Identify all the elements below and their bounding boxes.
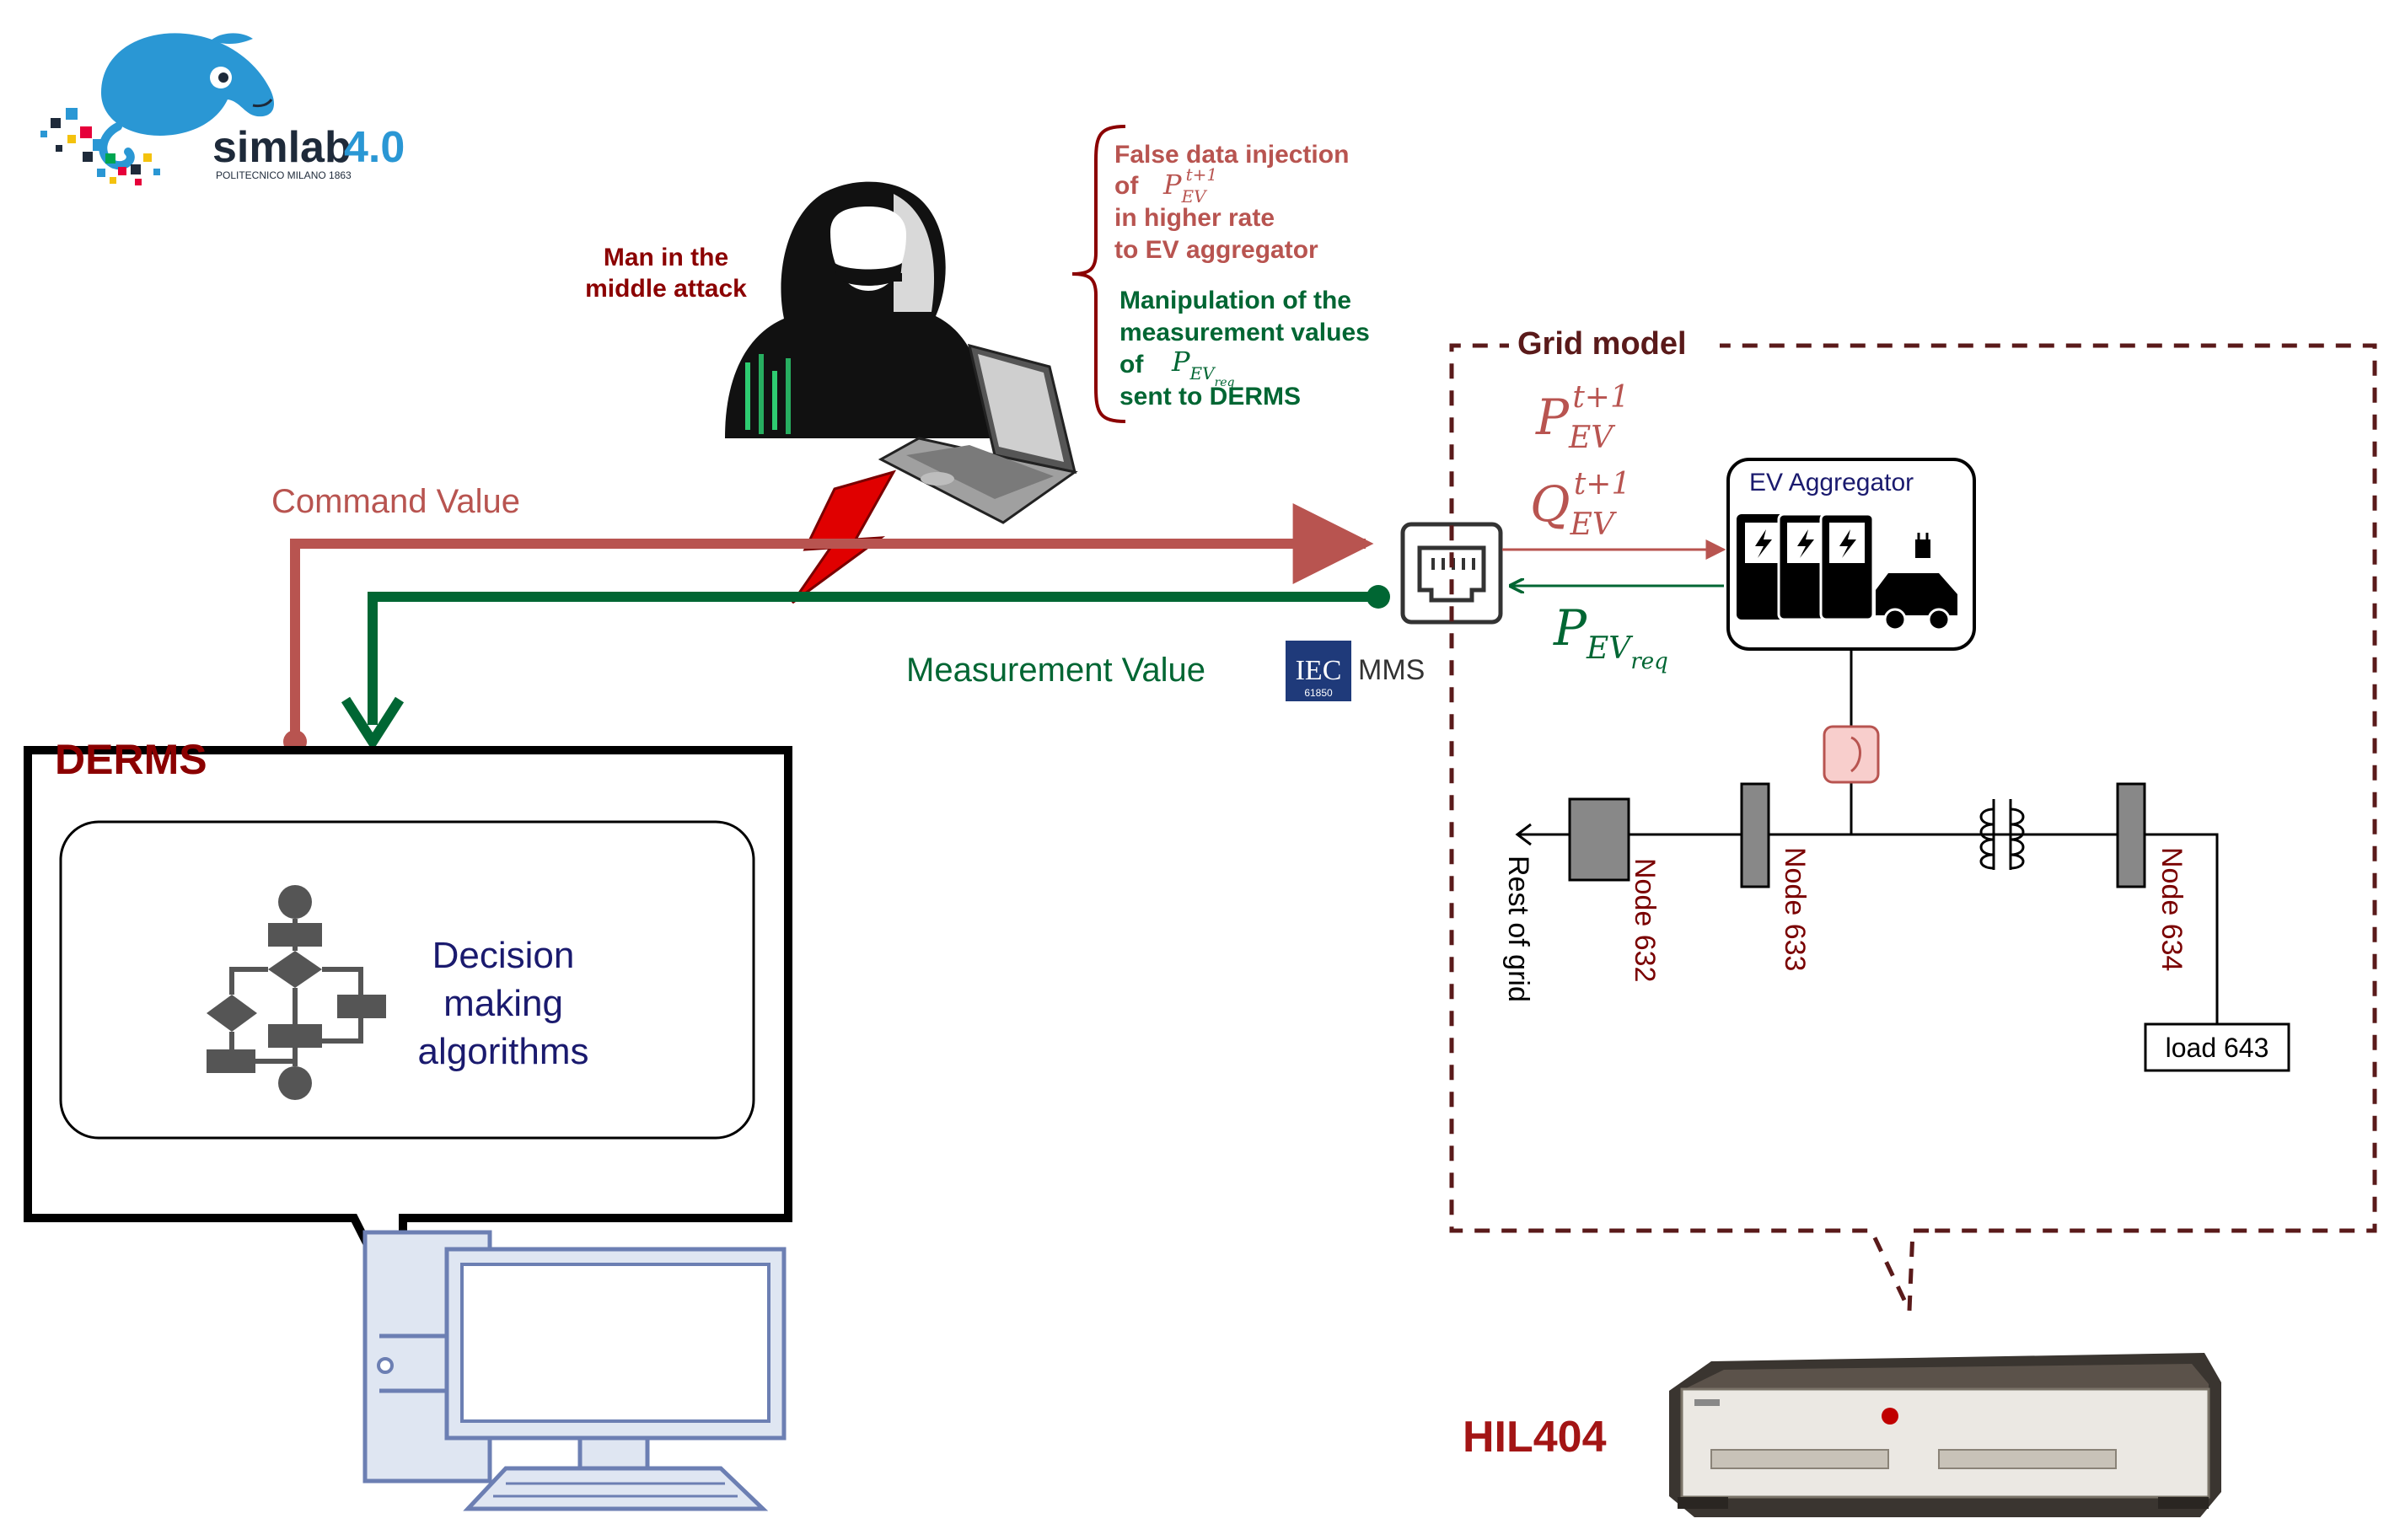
- node-632-label: Node 632: [1629, 858, 1661, 982]
- hil404-title: HIL404: [1463, 1413, 1607, 1462]
- logo-version: 4.0: [344, 123, 405, 172]
- p-ev-req-symbol: PEVreq: [1553, 599, 1668, 674]
- simlab-logo: simlab 4.0 POLITECNICO MILANO 1863: [40, 33, 405, 185]
- measurement-value-line: [368, 592, 1378, 725]
- fdi-line1: False data injection: [1114, 141, 1349, 169]
- ev-aggregator-label: EV Aggregator: [1749, 469, 1914, 496]
- rest-of-grid-arrow: [1515, 823, 1532, 846]
- iec-label: IEC: [1296, 655, 1342, 686]
- iec-61850-badge: IEC 61850 MMS: [1286, 641, 1425, 701]
- false-data-injection-note: False data injection of PEVt+1 in higher…: [1114, 141, 1349, 264]
- decision-line1: Decision: [432, 935, 575, 976]
- load-label: load 643: [2166, 1033, 2269, 1063]
- manip-line1: Manipulation of the: [1119, 287, 1351, 314]
- node-634-bus: [2116, 782, 2146, 888]
- measurement-value-label: Measurement Value: [906, 652, 1205, 689]
- command-value-label: Command Value: [271, 483, 520, 520]
- p-ev-symbol: PEVt+1: [1535, 380, 1630, 455]
- fdi-line2-prefix: of: [1114, 172, 1139, 200]
- binary-code-graphic: [745, 354, 791, 434]
- transformer-icon: [1979, 799, 2025, 870]
- desktop-computer-icon: [362, 1230, 787, 1511]
- grid-model-panel: [1449, 325, 2377, 1312]
- load-feeder-line: [2145, 833, 2219, 1024]
- manip-line3-prefix: of: [1119, 351, 1144, 378]
- manip-symbol: PEVreq: [1171, 346, 1235, 389]
- fdi-symbol: PEVt+1: [1162, 164, 1217, 207]
- decision-line3: algorithms: [418, 1031, 589, 1072]
- grid-model-title: Grid model: [1517, 326, 1687, 362]
- hil404-device-image: [1669, 1353, 2221, 1517]
- ethernet-port-icon: [1400, 522, 1503, 625]
- node-632-bus: [1568, 797, 1630, 882]
- manip-line4: sent to DERMS: [1119, 383, 1301, 410]
- switch-icon: [1823, 725, 1880, 784]
- measurement-value-origin: [1366, 585, 1390, 609]
- manipulation-note: Manipulation of the measurement values o…: [1119, 287, 1370, 410]
- attack-title-line1: Man in the: [604, 244, 728, 271]
- flowchart-icon: [207, 885, 386, 1100]
- manip-line2: measurement values: [1119, 319, 1370, 346]
- chameleon-icon: [40, 33, 274, 185]
- hacker-illustration: [725, 181, 991, 438]
- derms-title: DERMS: [55, 736, 207, 783]
- iec-number: 61850: [1304, 687, 1333, 699]
- ev-charger-icon: [1737, 512, 1957, 631]
- load-box: [2144, 1022, 2290, 1072]
- node-633-bus: [1740, 782, 1770, 888]
- decision-box: [59, 820, 755, 1140]
- fdi-line3: in higher rate: [1114, 204, 1275, 232]
- measurement-arrowhead: [341, 696, 405, 752]
- lightning-bolt-icon: [791, 470, 897, 604]
- logo-subtitle: POLITECNICO MILANO 1863: [216, 169, 352, 181]
- q-ev-symbol: QEVt+1: [1530, 467, 1630, 542]
- attack-title-line2: middle attack: [585, 275, 747, 303]
- logo-name: simlab: [212, 123, 352, 172]
- command-value-line: [290, 503, 1374, 742]
- node-633-label: Node 633: [1779, 847, 1811, 971]
- node-634-label: Node 634: [2156, 847, 2188, 971]
- decision-line2: making: [443, 983, 563, 1024]
- attack-brace: [1071, 125, 1126, 423]
- fdi-line4: to EV aggregator: [1114, 236, 1318, 264]
- rest-of-grid-label: Rest of grid: [1502, 856, 1534, 1002]
- mms-label: MMS: [1358, 654, 1425, 686]
- laptop-icon: [878, 343, 1078, 524]
